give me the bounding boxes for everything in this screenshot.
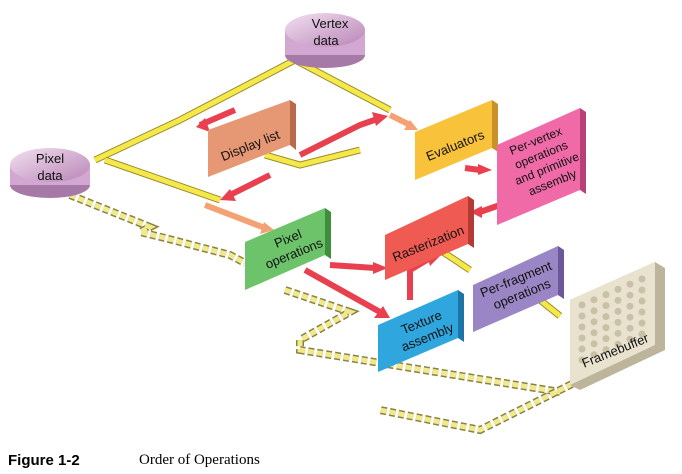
framebuffer-cell bbox=[590, 340, 598, 348]
framebuffer-cell bbox=[638, 330, 646, 338]
framebuffer-cell bbox=[626, 335, 634, 343]
framebuffer-cell bbox=[602, 346, 610, 354]
pixel-data-disk: Pixel data bbox=[10, 148, 90, 198]
framebuffer-cell bbox=[602, 302, 610, 310]
framebuffer-cell bbox=[626, 313, 634, 321]
framebuffer-cell bbox=[578, 356, 586, 364]
vertex-data-label-line1: Vertex bbox=[312, 16, 349, 31]
figure-caption: Figure 1-2 Order of Operations bbox=[8, 452, 260, 469]
vertex-data-disk: Vertex data bbox=[285, 13, 365, 68]
framebuffer-cell bbox=[590, 307, 598, 315]
framebuffer-cells bbox=[578, 275, 646, 364]
figure-label: Figure 1-2 bbox=[8, 452, 80, 469]
texture-assembly-box: Texture assembly bbox=[378, 290, 464, 372]
framebuffer-cell bbox=[614, 285, 622, 293]
framebuffer-cell bbox=[614, 329, 622, 337]
pixel-data-label-line1: Pixel bbox=[36, 151, 64, 166]
framebuffer-cell bbox=[578, 323, 586, 331]
framebuffer-cell bbox=[578, 334, 586, 342]
framebuffer-cell bbox=[602, 291, 610, 299]
framebuffer-cell bbox=[578, 301, 586, 309]
pixel-data-label-line2: data bbox=[37, 168, 63, 183]
framebuffer-cell bbox=[590, 329, 598, 337]
framebuffer-cell bbox=[626, 291, 634, 299]
framebuffer-cell bbox=[602, 324, 610, 332]
framebuffer-cell bbox=[578, 312, 586, 320]
framebuffer-cell bbox=[590, 296, 598, 304]
framebuffer-cell bbox=[638, 275, 646, 283]
framebuffer-cell bbox=[626, 280, 634, 288]
framebuffer-cell bbox=[578, 345, 586, 353]
framebuffer-cell bbox=[614, 340, 622, 348]
framebuffer-cell bbox=[614, 318, 622, 326]
framebuffer-cell bbox=[638, 319, 646, 327]
framebuffer-cell bbox=[626, 302, 634, 310]
figure-title: Order of Operations bbox=[139, 452, 260, 468]
framebuffer-cell bbox=[590, 318, 598, 326]
framebuffer-cell bbox=[638, 308, 646, 316]
framebuffer-box: Framebuffer bbox=[570, 262, 665, 390]
framebuffer-cell bbox=[602, 313, 610, 321]
display-list-box: Display list bbox=[208, 100, 296, 177]
per-vertex-operations-box: Per-vertex operations and primitive asse… bbox=[497, 108, 586, 225]
per-fragment-operations-box: Per-fragment operations bbox=[473, 246, 564, 332]
framebuffer-cell bbox=[638, 286, 646, 294]
rasterization-box: Rasterization bbox=[385, 196, 474, 280]
vertex-data-label-line2: data bbox=[313, 33, 339, 48]
framebuffer-cell bbox=[614, 296, 622, 304]
framebuffer-cell bbox=[602, 335, 610, 343]
framebuffer-cell bbox=[614, 307, 622, 315]
framebuffer-cell bbox=[638, 297, 646, 305]
pixel-feedback-path bbox=[68, 191, 582, 435]
framebuffer-cell bbox=[626, 324, 634, 332]
framebuffer-cell bbox=[590, 351, 598, 359]
